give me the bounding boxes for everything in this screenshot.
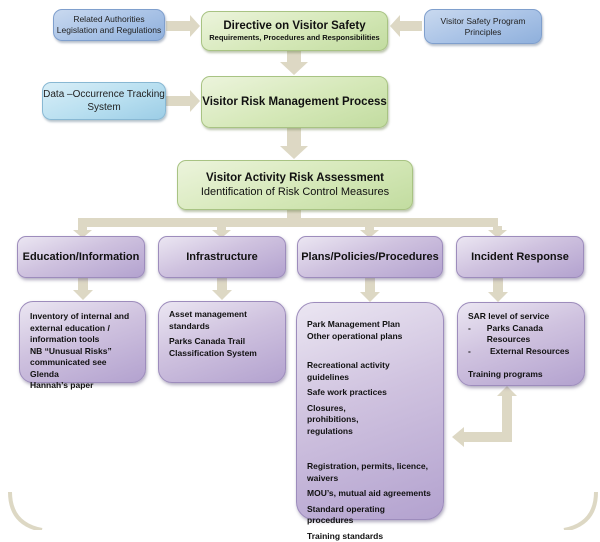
connector-assessment-stem	[287, 210, 301, 220]
category-incident-label: Incident Response	[471, 251, 569, 263]
arrow-incident-to-detail	[488, 278, 508, 302]
directive-subtitle: Requirements, Procedures and Responsibil…	[209, 33, 379, 43]
plans-item: Recreational activity guidelines	[307, 360, 433, 383]
plans-item: Registration, permits, licence, waivers	[307, 461, 432, 484]
category-infrastructure: Infrastructure	[158, 236, 286, 278]
incident-sub-item: - Parks Canada Resources	[468, 323, 574, 346]
risk-assessment-subtitle: Identification of Risk Control Measures	[201, 185, 389, 199]
education-detail-line: external education /	[30, 323, 110, 335]
connector-horizontal-bar	[78, 218, 498, 227]
education-detail-line: information tools	[30, 334, 99, 346]
category-education: Education/Information	[17, 236, 145, 278]
incident-sub-item-text: Parks Canada Resources	[487, 323, 574, 346]
visitor-safety-principles-box: Visitor Safety Program Principles	[424, 9, 542, 44]
incident-training: Training programs	[468, 369, 543, 381]
plans-item: Park Management Plan	[307, 319, 400, 331]
risk-management-process-title: Visitor Risk Management Process	[202, 96, 387, 108]
infrastructure-detail-box: Asset management standards Parks Canada …	[158, 301, 286, 383]
plans-item: Standard operating procedures	[307, 504, 433, 527]
category-incident: Incident Response	[456, 236, 584, 278]
category-infrastructure-label: Infrastructure	[186, 251, 258, 263]
plans-item: Other operational plans	[307, 331, 402, 343]
plans-item: Closures, prohibitions, regulations	[307, 403, 397, 438]
decorative-bracket-right	[564, 492, 596, 530]
incident-detail-box: SAR level of service - Parks Canada Reso…	[457, 302, 585, 386]
infrastructure-item: Parks Canada Trail Classification System	[169, 336, 265, 359]
related-authorities-line2: Legislation and Regulations	[57, 25, 161, 36]
principles-line1: Visitor Safety Program	[441, 16, 526, 27]
risk-management-process-box: Visitor Risk Management Process	[201, 76, 388, 128]
category-plans-label: Plans/Policies/Procedures	[301, 251, 439, 263]
risk-assessment-box: Visitor Activity Risk Assessment Identif…	[177, 160, 413, 210]
directive-box: Directive on Visitor Safety Requirements…	[201, 11, 388, 51]
education-detail-line: NB “Unusual Risks”	[30, 346, 112, 358]
category-education-label: Education/Information	[23, 251, 140, 263]
education-detail-line: communicated see Glenda	[30, 357, 135, 380]
plans-detail-box: Park Management Plan Other operational p…	[296, 302, 444, 520]
arrow-data-to-process	[166, 90, 200, 112]
education-detail-box: Inventory of internal and external educa…	[19, 301, 146, 383]
education-detail-line: Inventory of internal and	[30, 311, 129, 323]
arrow-education-to-detail	[73, 278, 93, 300]
arrow-infrastructure-to-detail	[212, 278, 232, 300]
directive-title: Directive on Visitor Safety	[223, 19, 365, 33]
incident-title: SAR level of service	[468, 311, 549, 323]
related-authorities-line1: Related Authorities	[73, 14, 144, 25]
arrow-incident-plans-elbow	[452, 386, 517, 447]
plans-item: Safe work practices	[307, 387, 387, 399]
incident-sub-item: - External Resources	[468, 346, 569, 358]
infrastructure-item: Asset management standards	[169, 309, 259, 332]
arrow-plans-to-detail	[360, 278, 380, 302]
education-detail-line: Hannah’s paper	[30, 380, 93, 392]
decorative-bracket-left	[10, 492, 42, 530]
category-plans: Plans/Policies/Procedures	[297, 236, 443, 278]
occurrence-tracking-box: Data –Occurrence Tracking System	[42, 82, 166, 120]
plans-item: Training standards	[307, 531, 383, 542]
bullet-dash: -	[468, 346, 490, 358]
incident-sub-item-text: External Resources	[490, 346, 569, 358]
arrow-principles-to-directive	[390, 15, 422, 37]
occurrence-tracking-line1: Data –Occurrence Tracking	[43, 88, 165, 101]
risk-assessment-title: Visitor Activity Risk Assessment	[206, 171, 384, 185]
arrow-process-to-assessment	[280, 128, 308, 159]
bullet-dash: -	[468, 323, 487, 346]
arrow-directive-to-process	[280, 50, 308, 75]
occurrence-tracking-line2: System	[87, 101, 120, 114]
arrow-authorities-to-directive	[166, 15, 200, 37]
plans-item: MOU’s, mutual aid agreements	[307, 488, 431, 500]
related-authorities-box: Related Authorities Legislation and Regu…	[53, 9, 165, 41]
principles-line2: Principles	[465, 27, 502, 38]
